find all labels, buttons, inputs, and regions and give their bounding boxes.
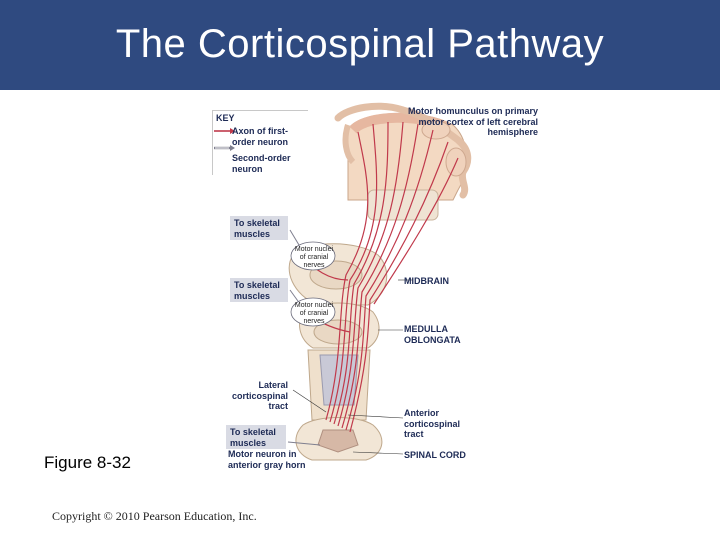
title-bar bbox=[0, 0, 720, 90]
label-spinal-cord: SPINAL CORD bbox=[404, 450, 466, 460]
label-skeletal-muscles-3: To skeletal muscles bbox=[230, 427, 276, 448]
homunculus-shoulder bbox=[342, 124, 356, 165]
key-heading: KEY bbox=[216, 113, 235, 123]
label-midbrain: MIDBRAIN bbox=[404, 276, 449, 286]
pathway-illustration bbox=[214, 102, 472, 461]
corticospinal-diagram: KEY Axon of first-order neuron Second-or… bbox=[208, 100, 548, 480]
key-first-order: Axon of first-order neuron bbox=[232, 126, 289, 147]
copyright-notice: Copyright © 2010 Pearson Education, Inc. bbox=[52, 509, 257, 523]
slide-title: The Corticospinal Pathway bbox=[115, 22, 605, 66]
label-medulla: MEDULLA OBLONGATA bbox=[404, 324, 461, 345]
label-homunculus: Motor homunculus on primary motor cortex… bbox=[407, 106, 538, 137]
label-motor-neuron: Motor neuron in anterior gray horn bbox=[228, 449, 306, 470]
leader-lines bbox=[292, 279, 413, 455]
key-second-order: Second-order neuron bbox=[232, 153, 291, 174]
figure-label: Figure 8-32 bbox=[44, 453, 131, 472]
box-skeletal-3 bbox=[226, 425, 286, 449]
box-skeletal-1 bbox=[230, 216, 288, 240]
first-order-axons bbox=[307, 121, 459, 433]
diagram-key bbox=[212, 110, 308, 175]
label-lateral-tract: Lateral corticospinal tract bbox=[231, 380, 288, 411]
cranial-nuclei-ellipse-2 bbox=[290, 297, 336, 327]
label-cranial-nuclei-2: Motor nuclei of cranial nerves bbox=[294, 302, 334, 325]
gray-matter bbox=[317, 429, 359, 453]
label-anterior-tract: Anterior corticospinal tract bbox=[404, 408, 461, 439]
label-cranial-nuclei-1: Motor nuclei of cranial nerves bbox=[294, 246, 334, 269]
key-arrows bbox=[214, 128, 235, 151]
motor-homunculus bbox=[334, 102, 472, 199]
label-skeletal-muscles-1: To skeletal muscles bbox=[234, 218, 280, 239]
homunculus-hand bbox=[421, 120, 451, 140]
box-skeletal-2 bbox=[230, 278, 288, 302]
label-skeletal-muscles-2: To skeletal muscles bbox=[234, 280, 280, 301]
cranial-nuclei-ellipse-1 bbox=[290, 241, 336, 271]
pyramidal-decussation bbox=[319, 354, 359, 406]
